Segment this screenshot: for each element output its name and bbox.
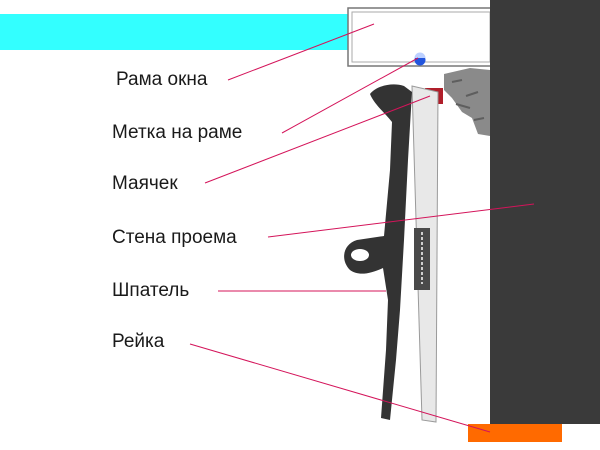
leader-frame-mark (281, 57, 419, 134)
opening-wall (490, 0, 600, 424)
leader-beacon (204, 95, 431, 184)
window-glass (0, 14, 352, 50)
plaster (444, 68, 490, 136)
rail (468, 424, 562, 442)
leader-rail (189, 343, 491, 433)
label-spatula: Шпатель (112, 280, 190, 301)
leader-opening-wall (267, 203, 535, 238)
plaster-texture (451, 79, 485, 121)
label-window-frame: Рама окна (116, 69, 208, 90)
label-rail: Рейка (112, 331, 165, 352)
label-beacon: Маячек (112, 173, 178, 194)
spatula-handle-hole (351, 249, 369, 261)
label-opening-wall: Стена проема (112, 227, 237, 248)
leader-window-frame (227, 23, 375, 81)
label-frame-mark: Метка на раме (112, 122, 243, 143)
frame-mark-highlight (414, 52, 426, 58)
spatula-handle (344, 84, 412, 420)
